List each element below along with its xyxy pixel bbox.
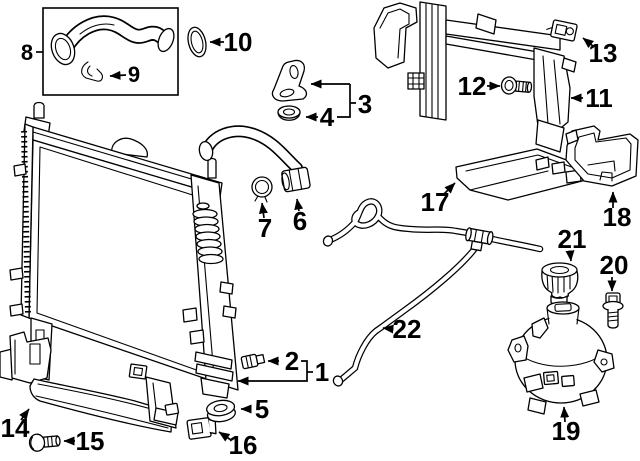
leader-line	[582, 37, 595, 49]
callout-13[interactable]: 13	[582, 37, 618, 68]
leader-line	[218, 431, 232, 442]
leader-line	[294, 198, 304, 212]
callout-8-label: 8	[21, 40, 33, 65]
leader-line	[442, 182, 456, 196]
leader-line	[382, 324, 394, 334]
part-clip-13	[546, 19, 578, 42]
part-bolt-12	[500, 76, 533, 95]
part-air-deflector-14	[0, 331, 179, 433]
callout-20-label: 20	[600, 250, 629, 280]
callout-1-label: 1	[315, 357, 329, 387]
part-bolt-15	[28, 433, 61, 452]
leader-line	[337, 84, 356, 118]
part-hose-clamp-7	[251, 176, 273, 203]
part-grommet-4	[277, 105, 301, 121]
callout-2-label: 2	[285, 346, 299, 376]
callout-6[interactable]: 6	[293, 198, 307, 236]
callout-11[interactable]: 11	[570, 83, 613, 113]
callout-19[interactable]: 19	[552, 406, 581, 446]
callout-2[interactable]: 2	[267, 346, 299, 376]
part-reservoir-19	[507, 301, 615, 415]
callout-18-label: 18	[603, 202, 632, 232]
callout-16-label: 16	[229, 430, 258, 460]
callout-21-label: 21	[558, 224, 587, 254]
part-inlet-hose	[198, 125, 303, 174]
callout-19-label: 19	[552, 416, 581, 446]
callout-10[interactable]: 10	[209, 27, 253, 57]
callout-6-label: 6	[293, 206, 307, 236]
callout-13-label: 13	[589, 38, 618, 68]
callout-7[interactable]: 7	[258, 202, 272, 243]
callout-15[interactable]: 15	[63, 426, 105, 456]
callout-7-label: 7	[258, 213, 272, 243]
part-clip-small	[164, 402, 180, 416]
callout-4-label: 4	[320, 102, 335, 132]
leader-line	[19, 408, 30, 421]
callout-8[interactable]: 8	[21, 40, 43, 65]
callouts-layer: 1 2 3 4 5 6 7 8	[1, 27, 632, 460]
callout-10-label: 10	[224, 27, 253, 57]
part-reservoir-cap-21	[541, 262, 579, 305]
callout-11-label: 11	[585, 83, 613, 113]
callout-22-label: 22	[393, 314, 422, 344]
callout-15-label: 15	[76, 426, 105, 456]
part-hose-clamp-10	[187, 26, 207, 58]
callout-22[interactable]: 22	[382, 314, 422, 344]
leader-line	[560, 406, 570, 423]
part-bolt-20	[602, 292, 624, 329]
part-fan-shroud-11	[373, 1, 577, 153]
callout-9-label: 9	[128, 62, 140, 87]
callout-3-label: 3	[358, 89, 372, 119]
leader-line	[237, 360, 308, 386]
callout-5[interactable]: 5	[240, 394, 269, 424]
leader-line	[258, 202, 268, 219]
callout-5-label: 5	[255, 394, 269, 424]
part-overflow-hose-22	[322, 198, 544, 387]
callout-21[interactable]: 21	[558, 224, 587, 262]
callout-18[interactable]: 18	[603, 191, 632, 232]
callout-4[interactable]: 4	[305, 102, 335, 132]
part-air-baffle-17	[455, 148, 589, 201]
part-hose-clip-9	[81, 61, 103, 82]
part-quick-connector-6	[281, 166, 311, 193]
leader-line	[109, 70, 127, 80]
part-upper-radiator-hose	[50, 15, 175, 66]
part-sensor-2	[240, 353, 266, 370]
callout-20[interactable]: 20	[600, 250, 629, 292]
callout-9[interactable]: 9	[109, 62, 140, 87]
part-bracket-3	[271, 59, 308, 102]
callout-16[interactable]: 16	[218, 430, 258, 460]
callout-14[interactable]: 14	[1, 408, 30, 443]
callout-1[interactable]: 1	[237, 357, 329, 387]
part-clip-16	[186, 417, 217, 440]
callout-12[interactable]: 12	[458, 71, 501, 101]
callout-17[interactable]: 17	[421, 182, 456, 217]
callout-17-label: 17	[421, 187, 450, 217]
part-air-duct-18	[565, 125, 639, 187]
callout-12-label: 12	[458, 71, 487, 101]
callout-3[interactable]: 3	[310, 79, 372, 119]
part-grommet-5	[206, 399, 236, 423]
callout-14-label: 14	[1, 413, 30, 443]
leader-line	[565, 250, 575, 262]
